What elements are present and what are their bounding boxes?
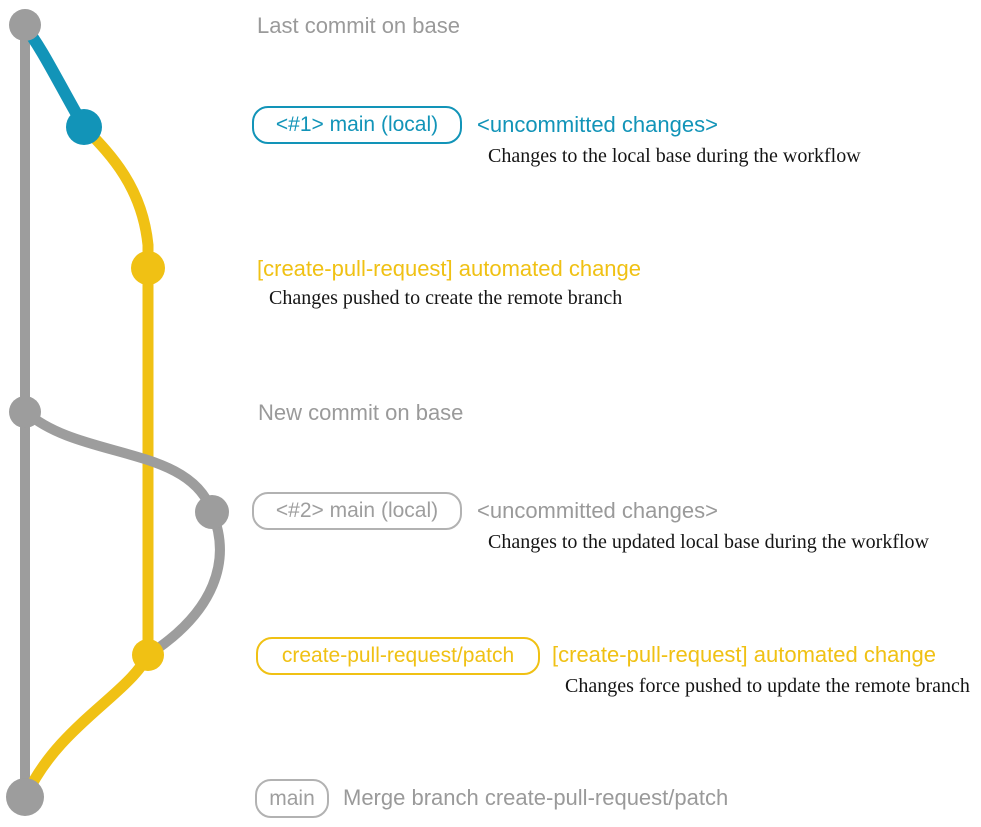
commit-message-merge: Merge branch create-pull-request/patch	[343, 785, 729, 810]
updated-local-main-line	[21, 407, 217, 517]
branch-label-patch-text: create-pull-request/patch	[281, 644, 515, 667]
note-last-commit-on-base: Last commit on base	[257, 13, 460, 38]
desc-local-base-changes: Changes to the local base during the wor…	[488, 145, 861, 167]
branch-label-main-local-2: <#2> main (local)	[252, 492, 462, 530]
commit-dot-new-base	[9, 396, 41, 428]
note-new-commit-on-base: New commit on base	[258, 400, 464, 425]
branch-label-main-local-1: <#1> main (local)	[252, 106, 462, 144]
uncommitted-changes-2: <uncommitted changes>	[477, 498, 718, 523]
commit-message-automated-1: [create-pull-request] automated change	[257, 256, 642, 281]
patch-branch-line	[20, 121, 154, 802]
commit-dot-last-base	[9, 9, 41, 41]
desc-updated-local-base-changes: Changes to the updated local base during…	[488, 531, 929, 553]
desc-changes-force-pushed: Changes force pushed to update the remot…	[565, 675, 970, 697]
updated-local-main-to-patch-line	[143, 507, 225, 660]
uncommitted-changes-1: <uncommitted changes>	[477, 112, 718, 137]
branch-label-patch: create-pull-request/patch	[256, 637, 540, 675]
commit-dot-automated-1	[131, 251, 165, 285]
commit-dot-main-local-2	[195, 495, 229, 529]
commit-dot-main-local-1	[66, 109, 102, 145]
branch-label-main: main	[255, 779, 329, 818]
desc-changes-pushed: Changes pushed to create the remote bran…	[269, 287, 623, 309]
branch-label-main-text: main	[269, 786, 315, 810]
branch-label-main-local-1-text: <#1> main (local)	[275, 113, 439, 136]
branch-label-main-local-2-text: <#2> main (local)	[275, 499, 439, 522]
commit-message-automated-2: [create-pull-request] automated change	[552, 642, 937, 667]
commit-dot-automated-2	[132, 639, 164, 671]
commit-dot-merge	[6, 778, 44, 816]
